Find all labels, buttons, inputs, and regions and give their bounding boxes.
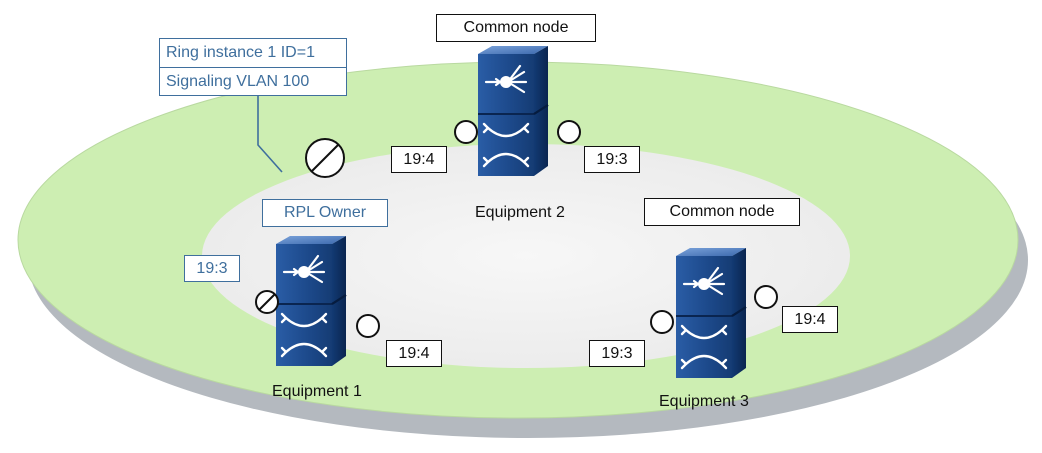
- ring-info-box: Ring instance 1 ID=1 Signaling VLAN 100: [159, 38, 347, 96]
- equipment-1-device[interactable]: [274, 234, 348, 368]
- port-19-4-equipment-2-icon[interactable]: [454, 120, 478, 144]
- equipment-2-port-left-label: 19:4: [391, 146, 447, 173]
- rpl-owner-label: RPL Owner: [262, 199, 388, 227]
- equipment-2-device[interactable]: [476, 44, 550, 178]
- port-19-4-equipment-3-icon[interactable]: [754, 285, 778, 309]
- equipment-3-port-left-label: 19:3: [589, 340, 645, 367]
- equipment-3-name: Equipment 3: [659, 393, 749, 410]
- equipment-1-port-right-label: 19:4: [386, 340, 442, 367]
- equipment-2-name: Equipment 2: [475, 204, 565, 221]
- equipment-3-port-right-label: 19:4: [782, 306, 838, 333]
- callout-line: [257, 96, 283, 173]
- equipment-1-port-left-label: 19:3: [184, 255, 240, 282]
- port-19-4-equipment-1-icon[interactable]: [356, 314, 380, 338]
- port-19-3-equipment-1-blocked-icon[interactable]: [255, 290, 279, 314]
- equipment-2-role-label: Common node: [436, 14, 596, 42]
- equipment-3-device[interactable]: [674, 246, 748, 380]
- port-19-3-equipment-2-icon[interactable]: [557, 120, 581, 144]
- equipment-1-name: Equipment 1: [272, 383, 362, 400]
- blocked-link-icon: [305, 138, 345, 178]
- equipment-2-port-right-label: 19:3: [584, 146, 640, 173]
- ring-instance-label: Ring instance 1 ID=1: [166, 44, 315, 61]
- signaling-vlan-label: Signaling VLAN 100: [160, 67, 346, 95]
- equipment-3-role-label: Common node: [644, 198, 800, 226]
- port-19-3-equipment-3-icon[interactable]: [650, 310, 674, 334]
